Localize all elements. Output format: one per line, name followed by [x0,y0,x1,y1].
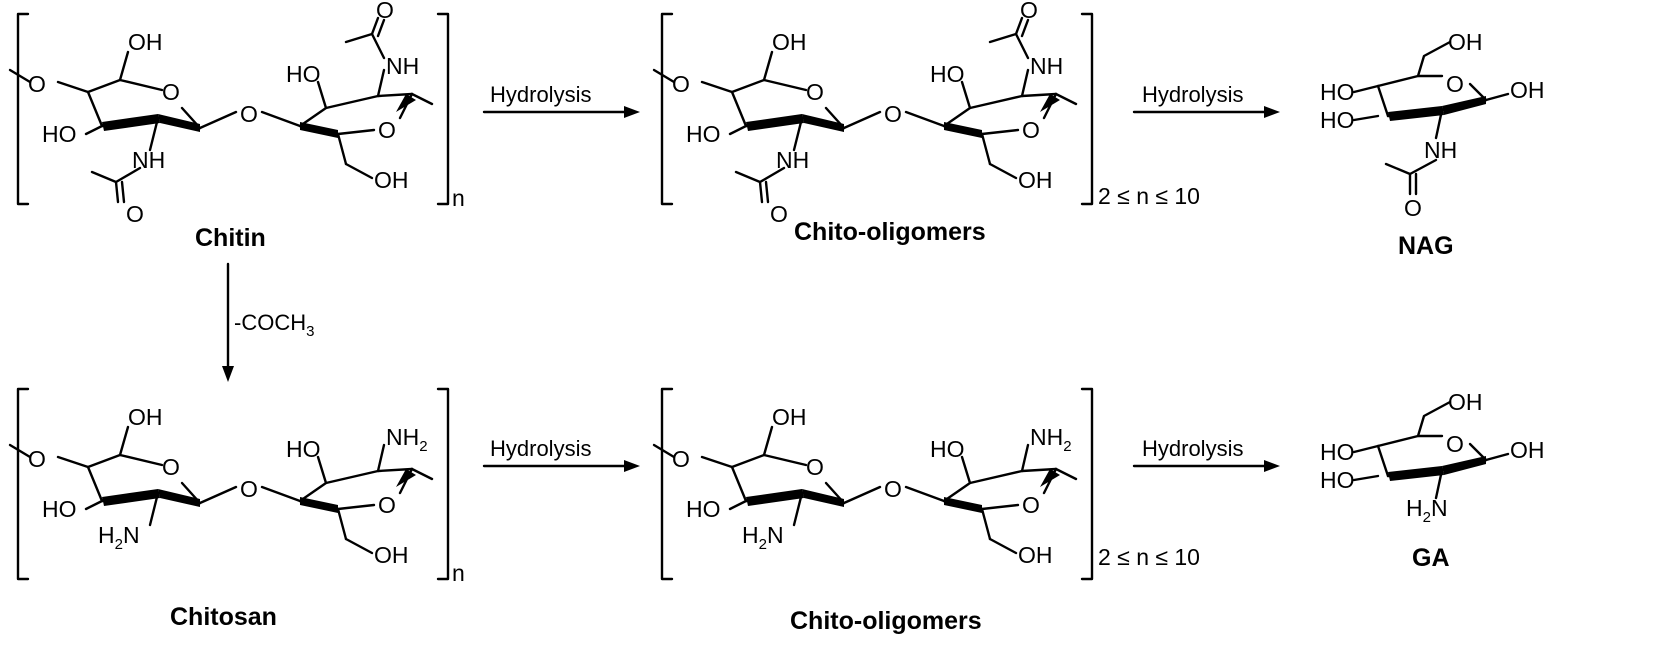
ga-ho-c4: HO [1320,439,1355,465]
deacetylation-subscript: 3 [306,323,314,340]
nag-structure: OH HO HO O OH NH O NAG [1320,29,1545,260]
oligo-bottom-ho-left: HO [686,496,721,522]
chitosan-structure: O OH HO O H2N O HO NH2 O OH n Chitosan [8,387,465,631]
nag-ho-c3: HO [1320,107,1355,133]
chitosan-ring-o-left: O [162,454,180,480]
oligomer-bottom-hydrolysis-label: Hydrolysis [1142,436,1243,461]
nag-name: NAG [1398,232,1454,260]
oligo-top-name: Chito-oligomers [794,218,986,246]
oligo-bottom-oh-bottom: OH [1018,542,1053,568]
chitin-oh-bottom: OH [374,167,409,193]
chitosan-hydrolysis-label: Hydrolysis [490,436,591,461]
chitin-ring-o-left: O [162,79,180,105]
chitosan-ho-left: HO [42,496,77,522]
chitosan-oh-bottom: OH [374,542,409,568]
arrow-oligomer-top-hydrolysis: Hydrolysis [1132,82,1280,118]
chitin-o-carbonyl-right: O [376,0,394,23]
chitin-ho-right: HO [286,61,321,87]
oligo-bottom-nh2-right: NH2 [1030,424,1072,455]
deacetylation-text: -COCH [234,310,306,335]
oligo-bottom-o-end: O [672,446,690,472]
oligo-bottom-name: Chito-oligomers [790,607,982,635]
chitin-o-end: O [28,71,46,97]
chitin-name: Chitin [195,224,266,252]
oligo-bottom-ring-o-right: O [1022,492,1040,518]
ga-ho-c3: HO [1320,467,1355,493]
chitosan-ho-right: HO [286,436,321,462]
ga-oh-ch2: OH [1448,389,1483,415]
oligo-bottom-glyco-o: O [884,476,902,502]
oligo-top-glyco-o: O [884,101,902,127]
chitosan-glyco-o: O [240,476,258,502]
ga-h2n: H2N [1406,495,1448,526]
oligo-top-ho-right: HO [930,61,965,87]
chitin-glyco-o: O [240,101,258,127]
chito-oligomers-bottom-structure: O OH HO O H2N O HO NH2 O OH 2 ≤ n ≤ 10 C… [652,387,1200,635]
nag-ring-o: O [1446,71,1464,97]
oligo-bottom-ring-o-left: O [806,454,824,480]
chito-oligomers-top-structure: O OH HO O NH O O HO NH O O OH 2 ≤ n ≤ 10… [652,0,1200,246]
chitosan-o-end: O [28,446,46,472]
oligo-top-repeat-index: 2 ≤ n ≤ 10 [1098,183,1200,209]
chitin-o-carbonyl-left: O [126,201,144,227]
chitosan-oh-top: OH [128,404,163,430]
ga-oh-anomeric: OH [1510,437,1545,463]
arrow-deacetylation: -COCH3 [222,262,314,382]
oligo-top-oh-bottom: OH [1018,167,1053,193]
arrow-chitosan-hydrolysis: Hydrolysis [482,436,640,472]
oligo-top-ho-left: HO [686,121,721,147]
oligo-top-ring-o-left: O [806,79,824,105]
chitin-ho-left: HO [42,121,77,147]
arrow-oligomer-bottom-hydrolysis: Hydrolysis [1132,436,1280,472]
oligo-top-o-end: O [672,71,690,97]
oligo-top-oh-top: OH [772,29,807,55]
chitin-oh-top: OH [128,29,163,55]
oligo-bottom-h2n-left: H2N [742,522,784,553]
deacetylation-label: -COCH3 [234,310,314,340]
oligo-bottom-repeat-index: 2 ≤ n ≤ 10 [1098,544,1200,570]
chitosan-ring-o-right: O [378,492,396,518]
oligo-bottom-oh-top: OH [772,404,807,430]
oligo-top-o-carbonyl-right: O [1020,0,1038,23]
oligo-top-nh-right: NH [1030,53,1063,79]
oligo-top-o-carbonyl-left: O [770,201,788,227]
chitin-repeat-index: n [452,185,465,211]
ga-structure: OH HO HO O OH H2N GA [1320,389,1545,572]
chitin-hydrolysis-label: Hydrolysis [490,82,591,107]
nag-oh-anomeric: OH [1510,77,1545,103]
chitin-structure: O OH HO O NH O O HO NH O O OH n Chitin [8,0,465,252]
nag-o-carbonyl: O [1404,195,1422,221]
chitin-nh-left: NH [132,147,165,173]
oligo-bottom-ho-right: HO [930,436,965,462]
oligomer-top-hydrolysis-label: Hydrolysis [1142,82,1243,107]
ga-name: GA [1412,544,1450,572]
oligo-top-ring-o-right: O [1022,117,1040,143]
chitosan-nh2-right: NH2 [386,424,428,455]
chitin-ring-o-right: O [378,117,396,143]
nag-oh-ch2: OH [1448,29,1483,55]
nag-ho-c4: HO [1320,79,1355,105]
arrow-chitin-hydrolysis: Hydrolysis [482,82,640,118]
chitosan-repeat-index: n [452,560,465,586]
chitosan-name: Chitosan [170,603,277,631]
chitin-nh-right: NH [386,53,419,79]
oligo-top-nh-left: NH [776,147,809,173]
nag-nh: NH [1424,137,1457,163]
ga-ring-o: O [1446,431,1464,457]
chitosan-h2n-left: H2N [98,522,140,553]
